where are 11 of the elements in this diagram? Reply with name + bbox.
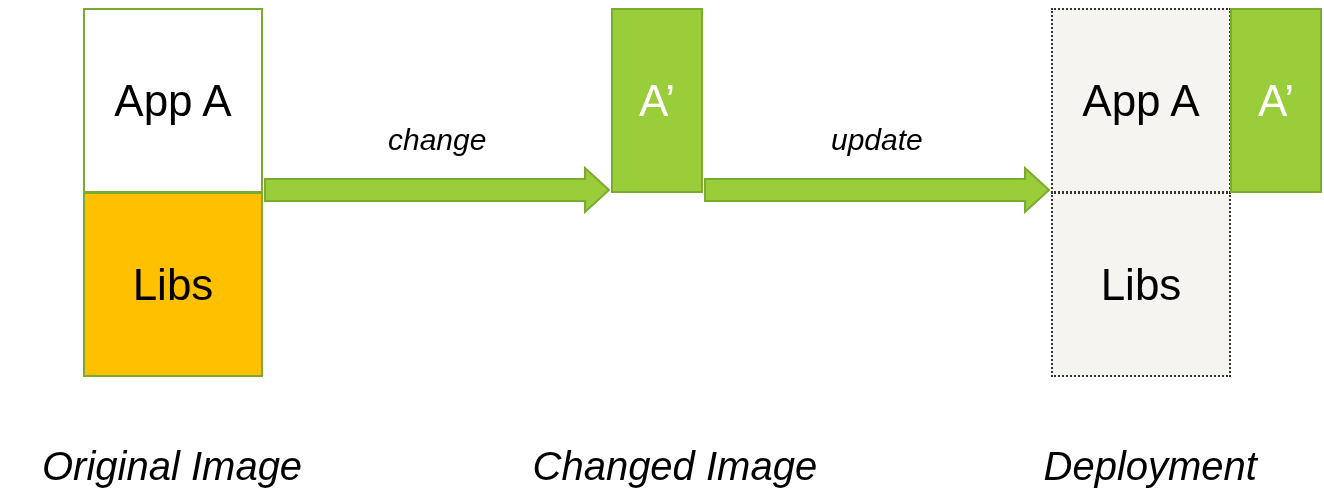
changed-app-box: A’ [611,8,703,193]
arrow [704,165,1051,215]
caption: Deployment [1043,444,1257,489]
caption: Changed Image [532,444,818,489]
changed-app-box: A’ [1230,8,1322,193]
arrow [264,165,611,215]
app-box: App A [83,8,263,193]
libs-box: Libs [1051,192,1231,377]
libs-box: Libs [83,192,263,377]
caption: Original Image [42,444,303,489]
app-box: App A [1051,8,1231,193]
